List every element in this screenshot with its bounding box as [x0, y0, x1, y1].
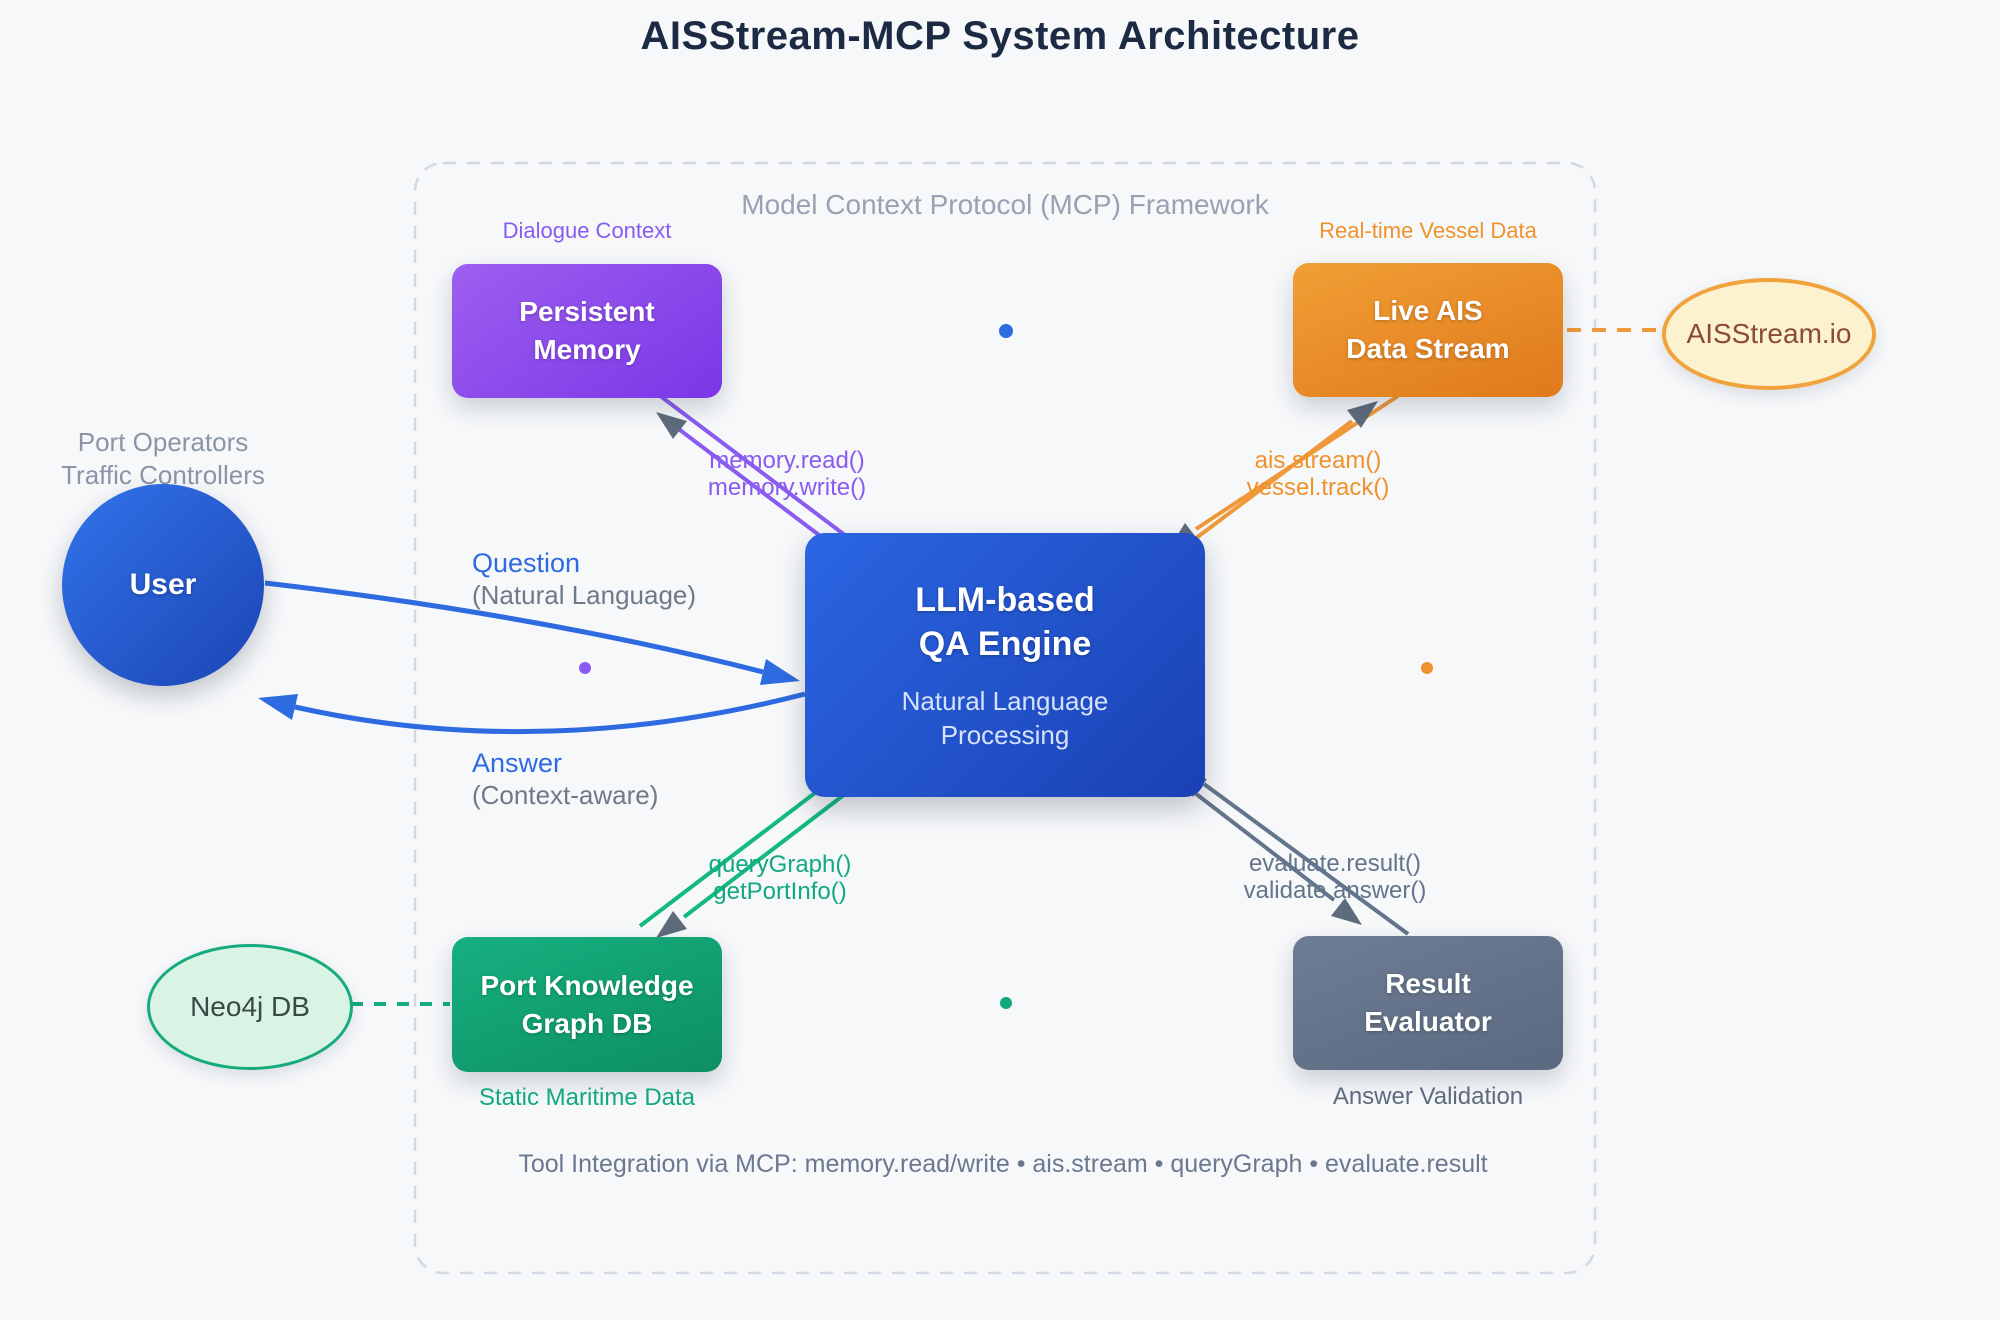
- answer-label: Answer: [472, 748, 563, 778]
- get-port-info-label: getPortInfo(): [713, 878, 847, 905]
- persistent-memory-line1: Persistent: [519, 296, 655, 327]
- persistent-memory-line2: Memory: [533, 334, 641, 365]
- port-kg-line2: Graph DB: [521, 1007, 653, 1039]
- evaluate-result-label: evaluate.result(): [1248, 850, 1422, 877]
- validate-answer-label: validate.answer(): [1243, 877, 1427, 904]
- live-ais-line2: Data Stream: [1346, 333, 1510, 364]
- neo4j-db-node: Neo4j DB: [147, 944, 353, 1070]
- user-label: User: [129, 568, 197, 601]
- neo4j-db-label: Neo4j DB: [190, 991, 310, 1022]
- framework-dashed-border: [413, 161, 1597, 1275]
- answer-validation-tag: Answer Validation: [1332, 1083, 1524, 1110]
- vessel-track-label: vessel.track(): [1246, 474, 1390, 501]
- blue-dot: [999, 324, 1013, 338]
- user-caption-line1: Port Operators: [77, 427, 249, 457]
- static-maritime-data-tag: Static Maritime Data: [478, 1084, 696, 1111]
- live-ais-line1: Live AIS: [1373, 295, 1483, 326]
- result-evaluator-node: Result Evaluator: [1293, 936, 1563, 1070]
- question-label: Question: [472, 548, 581, 578]
- purple-dot: [579, 662, 591, 674]
- user-node: User: [62, 484, 264, 686]
- question-arrowhead: [760, 659, 800, 685]
- graph-edge-labels: queryGraph() getPortInfo(): [650, 851, 910, 905]
- query-graph-label: queryGraph(): [708, 851, 852, 878]
- llm-subtitle-line1: Natural Language: [901, 686, 1109, 716]
- arrowhead-to-memory: [656, 412, 687, 439]
- llm-title-line2: QA Engine: [918, 625, 1092, 663]
- user-caption: Port Operators Traffic Controllers: [13, 426, 313, 492]
- port-knowledge-graph-node: Port Knowledge Graph DB: [452, 937, 722, 1072]
- arrowhead-to-ais: [1347, 401, 1378, 428]
- evaluate-edge-labels: evaluate.result() validate.answer(): [1205, 850, 1465, 904]
- dialogue-context-tag: Dialogue Context: [502, 218, 672, 243]
- aisstream-io-label: AISStream.io: [1686, 318, 1852, 349]
- llm-subtitle-line2: Processing: [940, 720, 1070, 750]
- memory-edge-labels: memory.read() memory.write(): [657, 447, 917, 501]
- question-sublabel: (Natural Language): [472, 580, 697, 610]
- answer-edge: [258, 691, 806, 735]
- ais-stream-label: ais.stream(): [1254, 447, 1382, 474]
- memory-write-label: memory.write(): [707, 474, 867, 501]
- framework-label: Model Context Protocol (MCP) Framework: [741, 189, 1269, 220]
- ais-edge-labels: ais.stream() vessel.track(): [1188, 447, 1448, 501]
- port-kg-line1: Port Knowledge: [480, 969, 694, 1001]
- footer-tool-integration-text: Tool Integration via MCP: memory.read/wr…: [518, 1150, 1488, 1178]
- arrowhead-to-portkg: [656, 911, 687, 938]
- live-ais-node: Live AIS Data Stream: [1293, 263, 1563, 397]
- llm-qa-engine-node: LLM-based QA Engine Natural Language Pro…: [805, 533, 1205, 797]
- persistent-memory-node: Persistent Memory: [452, 264, 722, 398]
- page-title: AISStream-MCP System Architecture: [640, 14, 1360, 58]
- question-edge: [264, 580, 800, 685]
- orange-dot: [1421, 662, 1433, 674]
- answer-arrowhead: [258, 694, 298, 720]
- llm-title-line1: LLM-based: [915, 581, 1095, 619]
- green-dot: [1000, 997, 1012, 1009]
- result-evaluator-line1: Result: [1385, 968, 1471, 999]
- result-evaluator-line2: Evaluator: [1364, 1006, 1492, 1037]
- aisstream-io-node: AISStream.io: [1662, 278, 1876, 390]
- arrowhead-to-evaluator: [1331, 898, 1362, 925]
- realtime-vessel-data-tag: Real-time Vessel Data: [1319, 218, 1537, 243]
- answer-edge-label: Answer (Context-aware): [472, 748, 658, 810]
- answer-sublabel: (Context-aware): [472, 780, 659, 810]
- memory-read-label: memory.read(): [709, 447, 865, 474]
- question-edge-label: Question (Natural Language): [472, 548, 696, 610]
